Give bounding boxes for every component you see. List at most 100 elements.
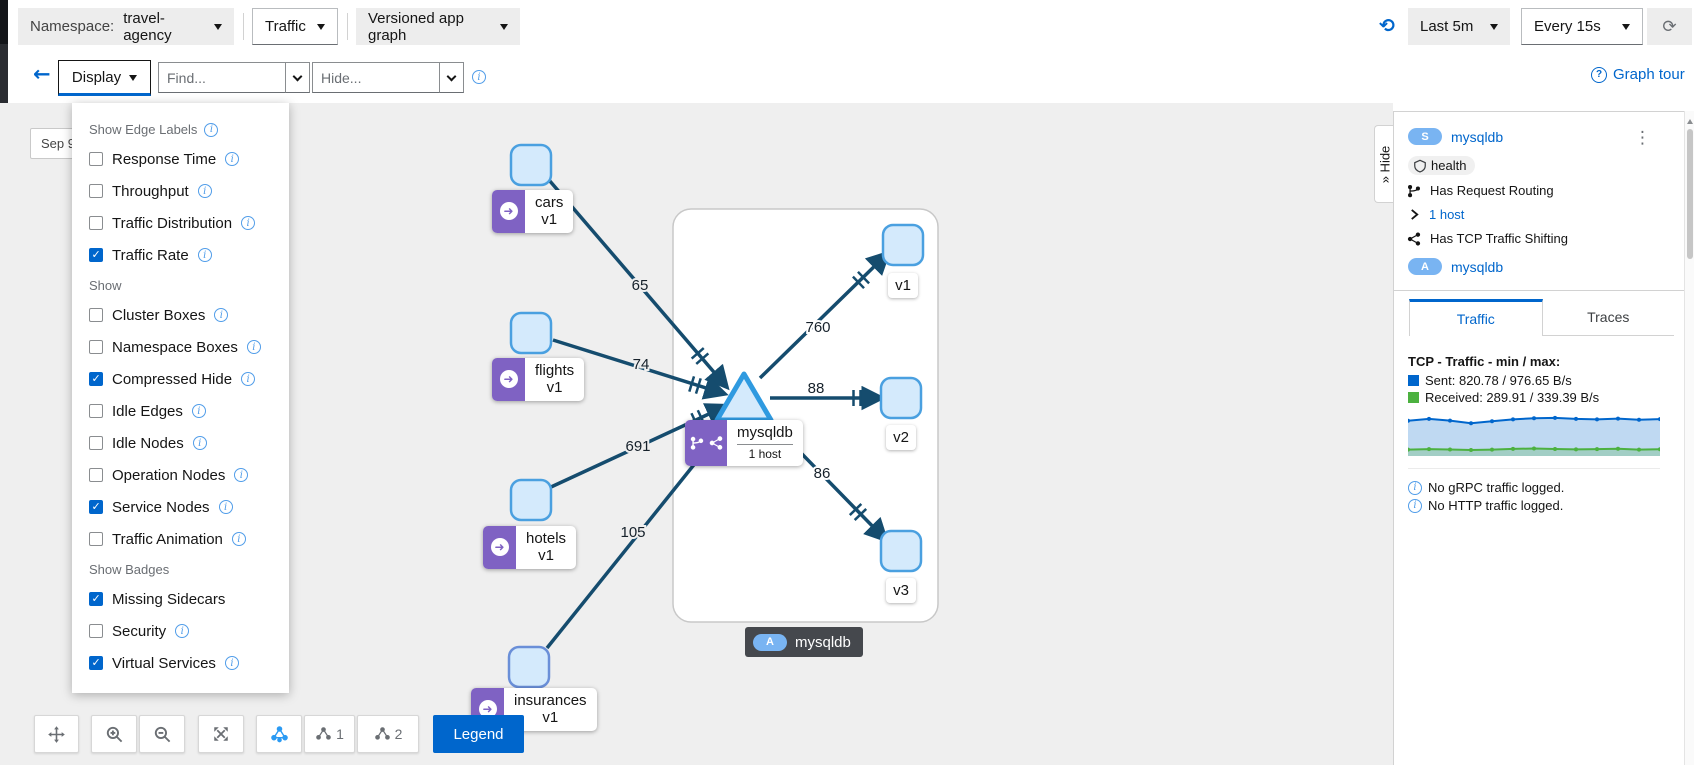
node-label-mysqldb[interactable]: mysqldb 1 host <box>685 420 803 467</box>
tab-traffic[interactable]: Traffic <box>1409 299 1543 336</box>
node-label-v1[interactable]: v1 <box>888 273 918 298</box>
find-input[interactable] <box>158 62 286 93</box>
no-grpc-row: No gRPC traffic logged. <box>1408 480 1564 495</box>
sent-point <box>1511 417 1515 422</box>
zoom-in-button[interactable] <box>91 715 137 753</box>
scrollbar-thumb[interactable] <box>1687 129 1693 259</box>
menu-item-throughput[interactable]: Throughput <box>72 175 289 207</box>
checkbox-operation-nodes[interactable] <box>89 468 103 482</box>
menu-item-namespace-boxes[interactable]: Namespace Boxes <box>72 331 289 363</box>
node-v1[interactable] <box>881 223 925 267</box>
checkbox-idle-edges[interactable] <box>89 404 103 418</box>
checkbox-cluster-boxes[interactable] <box>89 308 103 322</box>
node-label-flights[interactable]: flights v1 <box>492 358 585 401</box>
menu-item-service-nodes[interactable]: Service Nodes <box>72 491 289 523</box>
find-options-button[interactable] <box>286 62 310 93</box>
checkbox-idle-nodes[interactable] <box>89 436 103 450</box>
display-dropdown-button[interactable]: Display <box>58 60 151 96</box>
request-routing-icon <box>690 436 703 450</box>
menu-item-label: Security <box>112 622 167 640</box>
time-range-dropdown[interactable]: Last 5m <box>1408 8 1510 45</box>
legend-button[interactable]: Legend <box>433 715 524 753</box>
node-label-cars[interactable]: cars v1 <box>492 190 574 233</box>
routing-badges <box>685 420 727 467</box>
menu-item-cluster-boxes[interactable]: Cluster Boxes <box>72 299 289 331</box>
sent-point <box>1490 419 1494 424</box>
fit-to-screen-button[interactable] <box>198 715 244 753</box>
received-point <box>1574 447 1578 452</box>
sent-point <box>1448 418 1452 423</box>
hosts-link[interactable]: 1 host <box>1429 207 1465 222</box>
divider <box>1408 468 1660 469</box>
checkbox-security[interactable] <box>89 624 103 638</box>
refresh-button[interactable]: ⟳ <box>1647 8 1692 45</box>
menu-item-traffic-animation[interactable]: Traffic Animation <box>72 523 289 555</box>
node-flights[interactable] <box>509 311 553 355</box>
layout-1-button[interactable]: 1 <box>304 715 355 753</box>
sent-area <box>1408 417 1660 456</box>
scroll-up-arrow[interactable] <box>1687 116 1693 124</box>
tab-traces[interactable]: Traces <box>1542 299 1674 336</box>
traffic-dropdown-value: Traffic <box>265 18 306 35</box>
edge-cars-mysqldb[interactable] <box>547 178 730 391</box>
namespace-dropdown[interactable]: Namespace: travel-agency <box>18 8 234 45</box>
menu-item-label: Traffic Distribution <box>112 214 233 232</box>
edge-mysqldb-v1[interactable] <box>758 250 892 380</box>
node-v3[interactable] <box>879 529 923 573</box>
namespace-label: Namespace: <box>30 18 115 35</box>
vertical-scrollbar[interactable] <box>1684 111 1694 765</box>
node-insurances[interactable] <box>507 645 551 689</box>
nodes[interactable] <box>507 143 925 689</box>
traffic-dropdown[interactable]: Traffic <box>252 8 338 45</box>
menu-item-virtual-services[interactable]: Virtual Services <box>72 647 289 679</box>
edge-flights-mysqldb[interactable] <box>552 338 729 400</box>
hosts-row[interactable]: 1 host <box>1409 207 1464 222</box>
app-name-link[interactable]: mysqldb <box>1451 258 1504 275</box>
checkbox-service-nodes[interactable] <box>89 500 103 514</box>
zoom-out-button[interactable] <box>139 715 185 753</box>
menu-item-operation-nodes[interactable]: Operation Nodes <box>72 459 289 491</box>
menu-item-traffic-distribution[interactable]: Traffic Distribution <box>72 207 289 239</box>
node-label-v3[interactable]: v3 <box>886 578 916 603</box>
node-v2[interactable] <box>879 376 923 420</box>
checkbox-response-time[interactable] <box>89 152 103 166</box>
find-hide-info-icon[interactable] <box>472 70 486 84</box>
chevron-down-icon <box>214 24 222 34</box>
menu-item-security[interactable]: Security <box>72 615 289 647</box>
graph-type-dropdown[interactable]: Versioned app graph <box>356 8 520 45</box>
node-cars[interactable] <box>509 143 553 187</box>
health-chip[interactable]: health <box>1408 156 1476 175</box>
checkbox-virtual-services[interactable] <box>89 656 103 670</box>
refresh-interval-dropdown[interactable]: Every 15s <box>1521 8 1643 45</box>
node-hotels[interactable] <box>509 478 553 522</box>
graph-tour-link[interactable]: Graph tour <box>1591 66 1685 83</box>
received-point <box>1616 446 1620 451</box>
menu-item-compressed-hide[interactable]: Compressed Hide <box>72 363 289 395</box>
kebab-menu-icon[interactable]: ⋮ <box>1634 128 1651 148</box>
menu-item-idle-nodes[interactable]: Idle Nodes <box>72 427 289 459</box>
layout-default-button[interactable] <box>256 715 302 753</box>
pan-button[interactable] <box>34 715 79 753</box>
checkbox-missing-sidecars[interactable] <box>89 592 103 606</box>
checkbox-traffic-distribution[interactable] <box>89 216 103 230</box>
node-label-hotels[interactable]: hotels v1 <box>483 526 577 569</box>
menu-item-response-time[interactable]: Response Time <box>72 143 289 175</box>
chevron-down-icon <box>292 71 303 81</box>
menu-item-traffic-rate[interactable]: Traffic Rate <box>72 239 289 271</box>
back-arrow-button[interactable]: ← <box>33 62 51 86</box>
checkbox-throughput[interactable] <box>89 184 103 198</box>
node-label-v2[interactable]: v2 <box>886 425 916 450</box>
checkbox-traffic-animation[interactable] <box>89 532 103 546</box>
menu-item-idle-edges[interactable]: Idle Edges <box>72 395 289 427</box>
layout-2-button[interactable]: 2 <box>357 715 419 753</box>
checkbox-compressed-hide[interactable] <box>89 372 103 386</box>
hide-input[interactable] <box>312 62 440 93</box>
checkbox-traffic-rate[interactable] <box>89 248 103 262</box>
service-name-link[interactable]: mysqldb <box>1451 128 1504 145</box>
panel-hide-tab[interactable]: » Hide <box>1374 125 1394 203</box>
menu-section-title-text: Show Badges <box>89 562 170 577</box>
time-history-icon[interactable]: ⟲ <box>1379 15 1395 37</box>
checkbox-namespace-boxes[interactable] <box>89 340 103 354</box>
menu-item-missing-sidecars[interactable]: Missing Sidecars <box>72 583 289 615</box>
hide-options-button[interactable] <box>440 62 464 93</box>
